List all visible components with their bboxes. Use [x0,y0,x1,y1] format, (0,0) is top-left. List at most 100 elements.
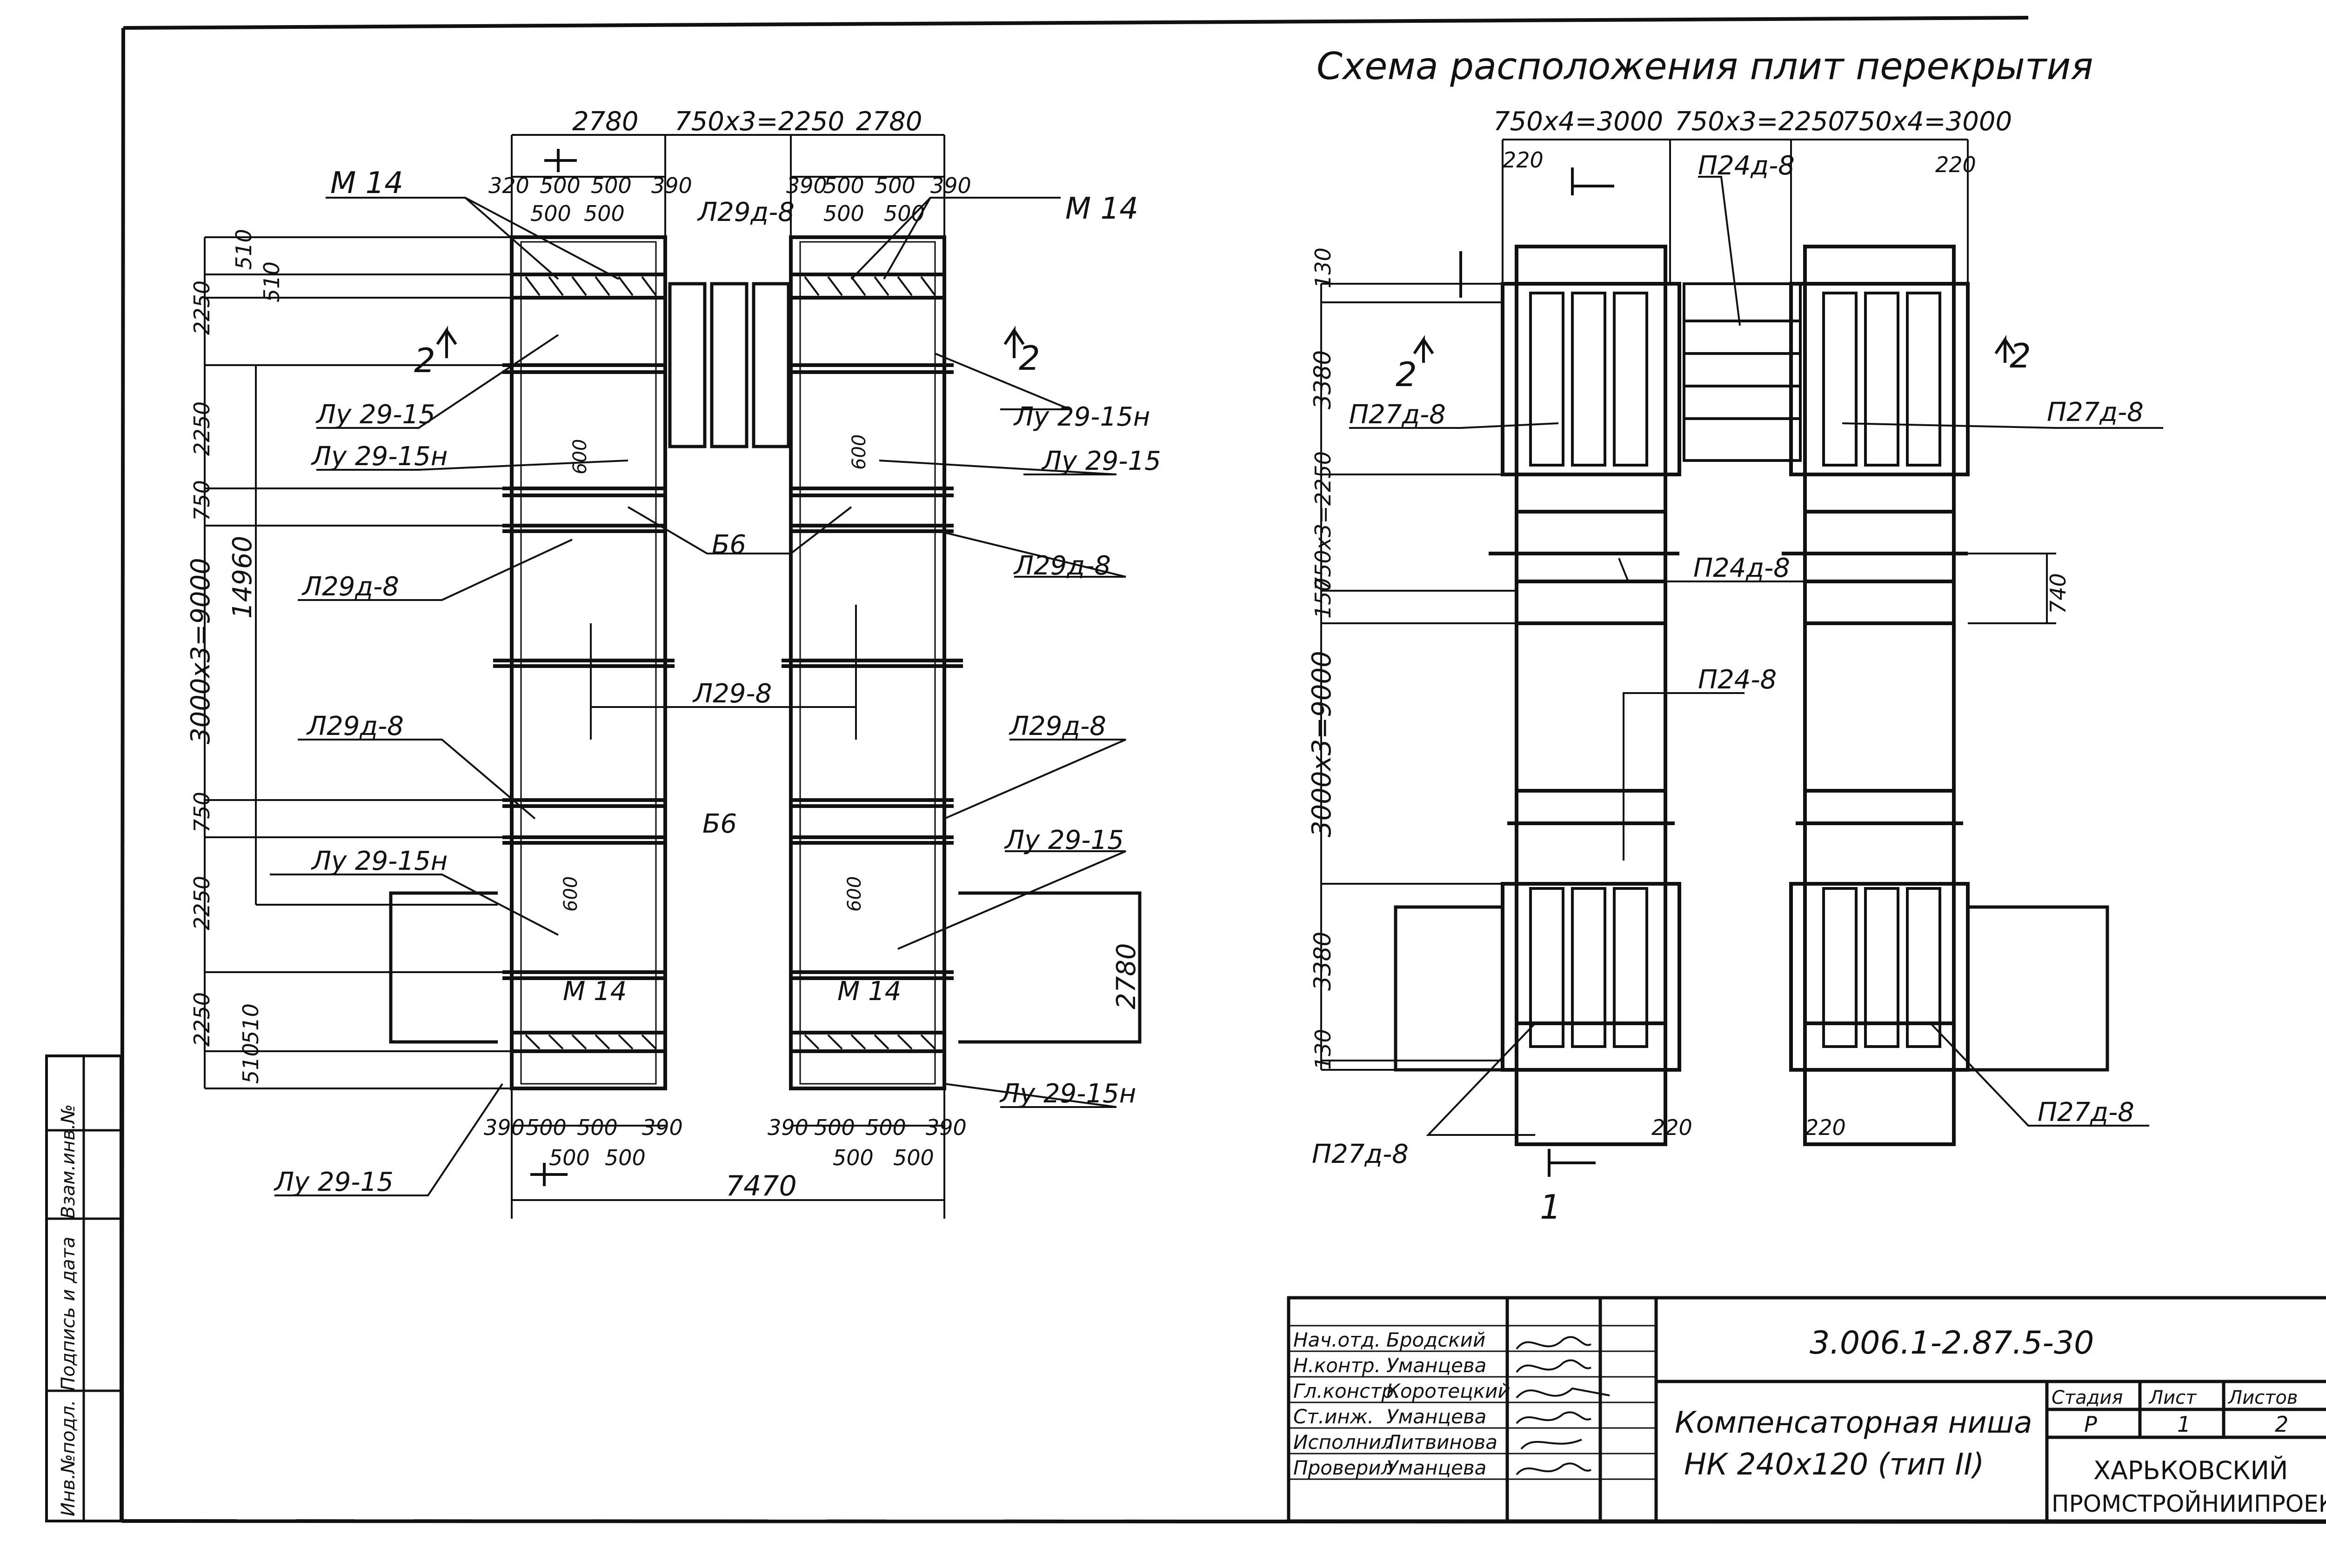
stage-value: Р [2084,1412,2097,1437]
sig-name-6: Уманцева [1386,1456,1486,1479]
dim-top2-r-2: 500 [823,173,864,198]
dim-bot2-l-1: 500 [549,1145,590,1170]
right-dimension-lines [1320,139,2056,1071]
dim-total-horizontal: 7470 [726,1170,797,1202]
right-structure [1489,245,1970,1146]
left-section-marks [436,149,1025,1186]
dim-bot-l-2: 500 [526,1115,567,1140]
dim-top2-l-1: 320 [488,173,529,198]
dim-bot-r-2: 500 [814,1115,855,1140]
section-mark-2-left: 2 [414,341,435,380]
dim-bot-r-4: 390 [926,1115,967,1140]
doc-name-line2: НК 240х120 (тип II) [1684,1448,1984,1482]
dim-r-left-130b: 130 [1310,1029,1336,1070]
dim-r-left-3380b: 3380 [1309,932,1336,991]
label-p24d8-mid: П24д-8 [1693,553,1790,583]
dim-top-3: 2780 [856,107,922,137]
dim-r-220-tr: 220 [1935,152,1976,177]
dim-left-510b: 510 [259,261,284,302]
left-dimension-lines [204,134,1141,1219]
dim-bot-l-4: 390 [642,1115,683,1140]
dim-bot-l-3: 500 [577,1115,618,1140]
label-m14-left: М 14 [330,166,403,200]
sig-role-5: Исполнил [1293,1431,1394,1454]
dim-total-vertical: 14960 [227,536,258,619]
right-plan: Схема расположения плит перекрытия [1317,45,2163,1177]
right-leaders [1349,176,2163,1136]
central-slabs [668,282,790,448]
sig-role-4: Ст.инж. [1293,1405,1374,1428]
dim-600-3: 600 [560,876,582,912]
sig-role-1: Нач.отд. [1293,1328,1381,1351]
label-p248: П24-8 [1698,665,1777,695]
dim-bot-r-1: 390 [768,1115,809,1140]
side-stamp: Взам.инв.№ Подпись и дата Инв.№подл. [45,1054,122,1522]
dim-bot-l-1: 390 [484,1115,525,1140]
label-l29d8-top: Л29д-8 [697,197,795,227]
handwritten-signatures [1516,1336,1610,1475]
dim-top2-l-4: 390 [651,173,692,198]
side-openings [389,891,1142,1044]
left-leaders [270,197,1126,1196]
dim-left-510c: 510 [238,1003,263,1044]
title-block: Нач.отд. Бродский Н.контр. Уманцева Гл.к… [1287,1296,2326,1523]
label-p27d8-bl: П27д-8 [1312,1139,1409,1169]
dim-600-4: 600 [844,876,865,912]
section-mark-2-right: 2 [1019,339,1040,378]
sheets-value: 2 [2275,1412,2288,1437]
label-l29d8-r3: Л29д-8 [1009,711,1106,741]
label-p24d8-top: П24д-8 [1698,151,1795,181]
dim-top3-l-2: 500 [584,201,625,226]
dim-top2-l-3: 500 [591,173,632,198]
dim-left-2250b: 2250 [189,401,214,456]
dim-r-top-1: 750х4=3000 [1493,107,1663,137]
top-hatch-rows [525,276,936,1050]
dim-r-220-tl: 220 [1503,147,1544,173]
right-column [782,235,963,1090]
side-stamp-replaced: Взам.инв.№ [58,1104,79,1219]
label-m14-right: М 14 [1065,192,1138,226]
dim-top2-r-1: 390 [786,173,827,198]
doc-code: 3.006.1-2.87.5-30 [1810,1325,2094,1361]
label-p27d8-left: П27д-8 [1349,400,1446,430]
label-l29d8-l3: Л29д-8 [306,711,404,741]
sig-role-6: Проверил [1293,1456,1393,1479]
dim-r-740: 740 [2045,573,2071,614]
dim-r-left-130a: 130 [1310,247,1336,288]
right-plan-text: 750х4=3000 750х3=2250 750х4=3000 220 220… [1307,107,2144,1227]
dim-r-left-9000: 3000х3=9000 [1307,651,1337,837]
left-column [493,235,675,1090]
label-lu2915n-r3: Лу 29-15н [999,1079,1136,1109]
dim-r-top-3: 750х4=3000 [1842,107,2012,137]
dim-bot2-r-2: 500 [893,1145,934,1170]
dim-top3-l-1: 500 [530,201,571,226]
label-lu2915-l1: Лу 29-15 [315,400,435,430]
dim-left-750a: 750 [189,480,214,521]
sig-name-2: Уманцева [1386,1354,1486,1377]
section-mark-2-r-right: 2 [2010,336,2031,375]
stage-header: Стадия [2052,1387,2123,1408]
left-plan-text: 2780 750х3=2250 2780 320 500 500 390 500… [186,107,1161,1202]
sheet-value: 1 [2177,1412,2191,1437]
label-b6-top: Б6 [712,530,746,560]
sig-name-1: Бродский [1386,1328,1485,1351]
section-mark-2-r-left: 2 [1396,355,1417,394]
left-plan [204,134,1142,1219]
label-p27d8-br: П27д-8 [2038,1097,2134,1128]
dim-left-2250d: 2250 [189,992,214,1047]
section-mark-1: 1 [1540,1188,1561,1227]
dim-left-510d: 510 [238,1043,263,1084]
dim-left-2250c: 2250 [189,876,214,930]
dim-r-220-bl: 220 [1651,1115,1692,1140]
dim-600-2: 600 [849,434,870,470]
sig-role-2: Н.контр. [1293,1354,1381,1377]
dim-left-510a: 510 [231,229,256,270]
dim-top2-l-2: 500 [540,173,581,198]
dim-bot2-l-2: 500 [605,1145,646,1170]
right-slab-strips [1529,282,1941,1048]
label-lu2915-l3: Лу 29-15 [274,1167,394,1197]
dim-top-1: 2780 [572,107,639,137]
dim-r-220-br: 220 [1805,1115,1846,1140]
doc-name-line1: Компенсаторная ниша [1675,1406,2032,1440]
